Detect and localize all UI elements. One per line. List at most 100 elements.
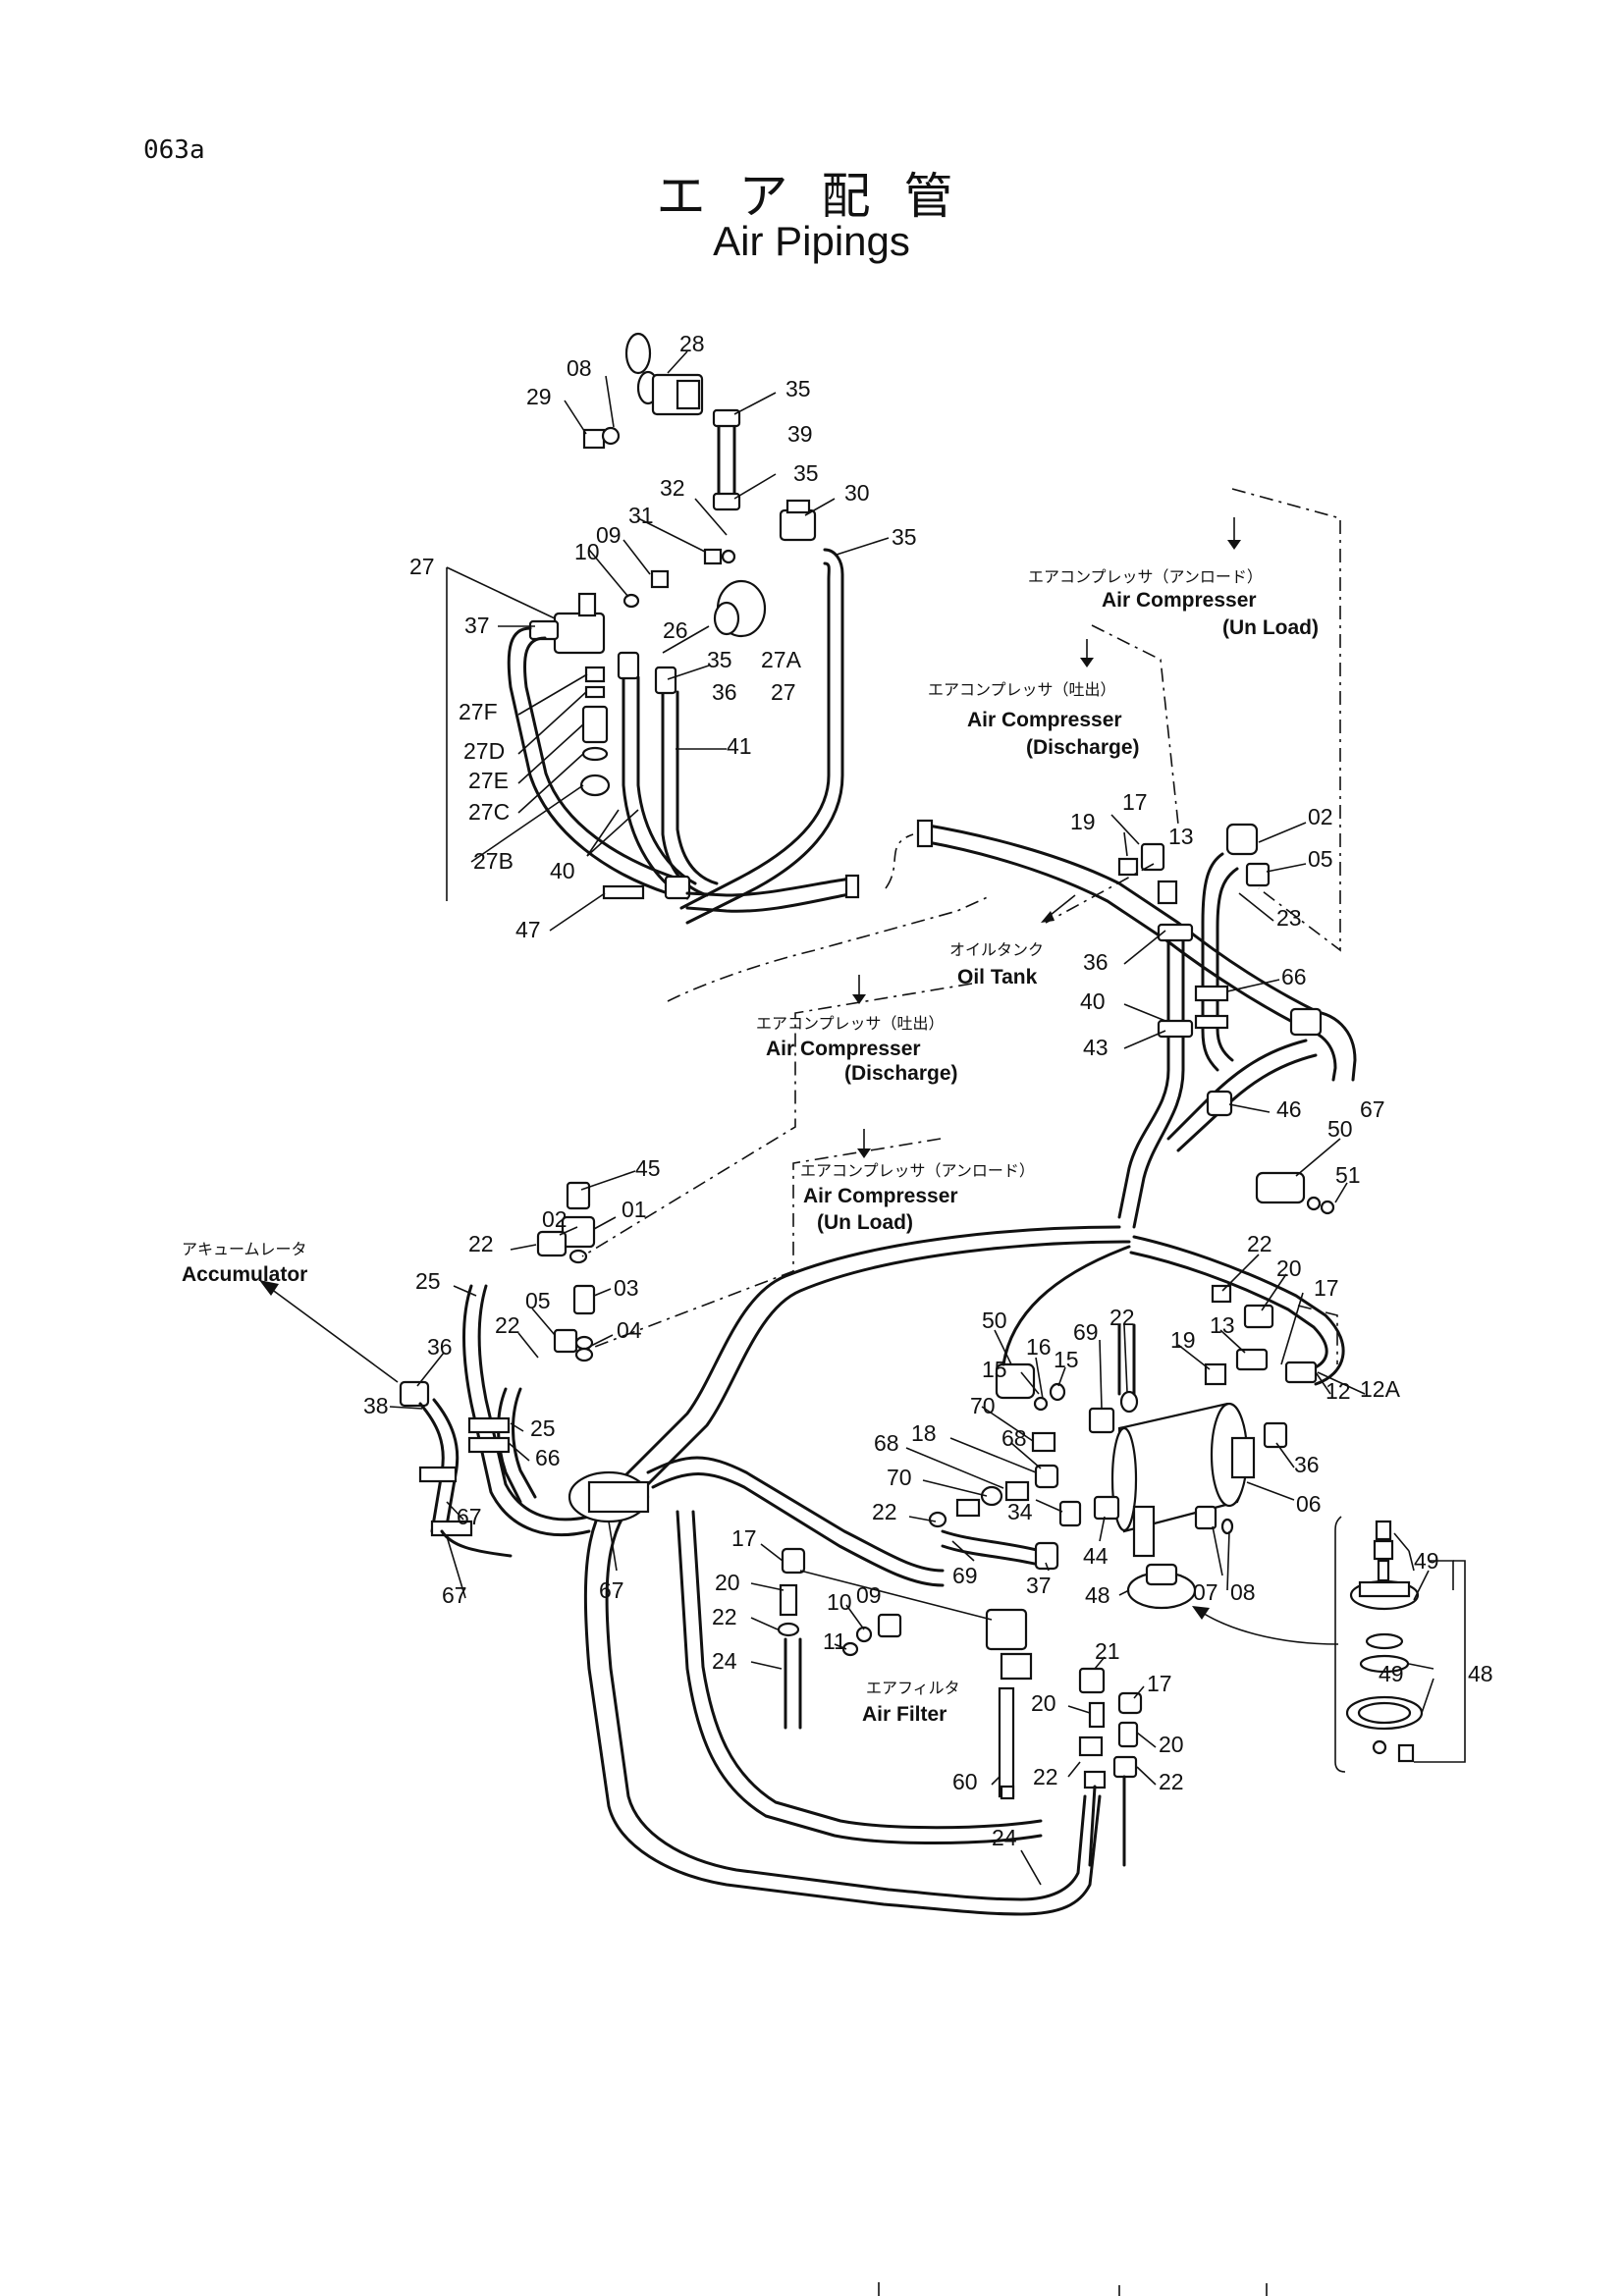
callout: 16 (1026, 1334, 1052, 1360)
callout: 27 (771, 679, 796, 705)
callout: 05 (525, 1288, 551, 1313)
callout: 48 (1468, 1661, 1493, 1686)
callout: 60 (952, 1769, 978, 1794)
callout: 17 (731, 1525, 757, 1551)
callout: 09 (596, 522, 622, 548)
callout: 17 (1314, 1275, 1339, 1301)
direction-arrows (259, 517, 1339, 1645)
note-ac-discharge-top-en1: Air Compresser (967, 709, 1122, 731)
callout: 69 (1073, 1319, 1099, 1345)
callout: 67 (1360, 1096, 1385, 1122)
callout: 18 (911, 1420, 937, 1446)
callout: 38 (363, 1393, 389, 1418)
callout: 22 (712, 1604, 737, 1629)
callout: 35 (892, 524, 917, 550)
callout: 22 (1109, 1305, 1135, 1330)
note-accumulator-en: Accumulator (182, 1263, 307, 1286)
callout: 41 (727, 733, 752, 759)
right-upper-pipe-run (916, 819, 1357, 1229)
note-ac-unload-mid-jp: エアコンプレッサ（アンロード） (800, 1161, 1035, 1180)
note-ac-discharge-top-jp: エアコンプレッサ（吐出） (928, 680, 1116, 699)
routing-lines (581, 488, 1341, 1364)
callout: 13 (1210, 1312, 1235, 1338)
callout: 34 (1007, 1499, 1033, 1524)
callout: 22 (872, 1499, 897, 1524)
callout: 66 (1281, 964, 1307, 989)
callout: 27E (468, 768, 509, 793)
note-oil-tank-en: Oil Tank (957, 966, 1038, 988)
note-ac-discharge-mid-en2: (Discharge) (844, 1062, 958, 1085)
scan-marks (878, 2282, 1268, 2296)
callout: 24 (992, 1825, 1017, 1850)
callout: 01 (622, 1197, 647, 1222)
top-valve-assembly (507, 332, 860, 925)
callout: 29 (526, 384, 552, 409)
note-air-filter-jp: エアフィルタ (866, 1679, 960, 1697)
callout: 23 (1276, 905, 1302, 931)
callout: 12A (1360, 1376, 1401, 1402)
callout: 49 (1379, 1661, 1404, 1686)
callout: 22 (1033, 1764, 1058, 1789)
callout: 35 (707, 647, 732, 672)
callout: 47 (515, 917, 541, 942)
callout: 05 (1308, 846, 1333, 872)
callout: 13 (1168, 824, 1194, 849)
callout: 70 (887, 1465, 912, 1490)
callout: 08 (1230, 1579, 1256, 1605)
callout: 27 (409, 554, 435, 579)
note-ac-unload-mid-en1: Air Compresser (803, 1185, 958, 1207)
callout: 37 (464, 613, 490, 638)
note-ac-discharge-mid-en1: Air Compresser (766, 1038, 921, 1060)
note-accumulator-jp: アキュームレータ (182, 1240, 307, 1258)
callout: 37 (1026, 1573, 1052, 1598)
callout: 10 (827, 1589, 852, 1615)
annotation-notes: エアコンプレッサ（アンロード） Air Compresser (Un Load)… (182, 567, 1319, 1726)
callout: 39 (787, 421, 813, 447)
callout: 22 (1247, 1231, 1272, 1256)
callout: 68 (1001, 1425, 1027, 1451)
callout: 31 (628, 503, 654, 528)
page-code: 063a (143, 135, 205, 165)
callout: 69 (952, 1563, 978, 1588)
callout: 19 (1070, 809, 1096, 834)
callout: 15 (982, 1357, 1007, 1382)
callout: 28 (679, 331, 705, 356)
callout: 27C (468, 799, 510, 825)
note-ac-unload-mid-en2: (Un Load) (817, 1211, 913, 1234)
callout: 40 (1080, 988, 1106, 1014)
callout: 20 (715, 1570, 740, 1595)
callout: 36 (1294, 1452, 1320, 1477)
callout: 06 (1296, 1491, 1322, 1517)
callout: 49 (1414, 1548, 1439, 1574)
note-ac-unload-top-en1: Air Compresser (1102, 589, 1257, 612)
callout: 35 (793, 460, 819, 486)
callout: 20 (1276, 1255, 1302, 1281)
page-title-en: Air Pipings (713, 218, 910, 264)
callout: 10 (574, 539, 600, 564)
air-tank-assembly (928, 1245, 1318, 1610)
callout: 27A (761, 647, 802, 672)
callout: 67 (457, 1504, 482, 1529)
page-title-jp: エア配管 (656, 168, 987, 225)
callout: 27D (463, 738, 505, 764)
callout: 22 (495, 1312, 520, 1338)
callout: 50 (1327, 1116, 1353, 1142)
callout: 67 (442, 1582, 467, 1608)
callout: 20 (1159, 1732, 1184, 1757)
callout: 21 (1095, 1638, 1120, 1664)
callout: 40 (550, 858, 575, 883)
callout: 27F (459, 699, 498, 724)
callout: 36 (712, 679, 737, 705)
callout: 15 (1054, 1347, 1079, 1372)
callout: 44 (1083, 1543, 1109, 1569)
callout: 02 (542, 1206, 568, 1232)
callout: 36 (1083, 949, 1109, 975)
callout: 50 (982, 1308, 1007, 1333)
callout: 08 (567, 355, 592, 381)
callout: 32 (660, 475, 685, 501)
callout: 07 (1193, 1579, 1218, 1605)
callout: 19 (1170, 1327, 1196, 1353)
callout: 24 (712, 1648, 737, 1674)
callout: 36 (427, 1334, 453, 1360)
